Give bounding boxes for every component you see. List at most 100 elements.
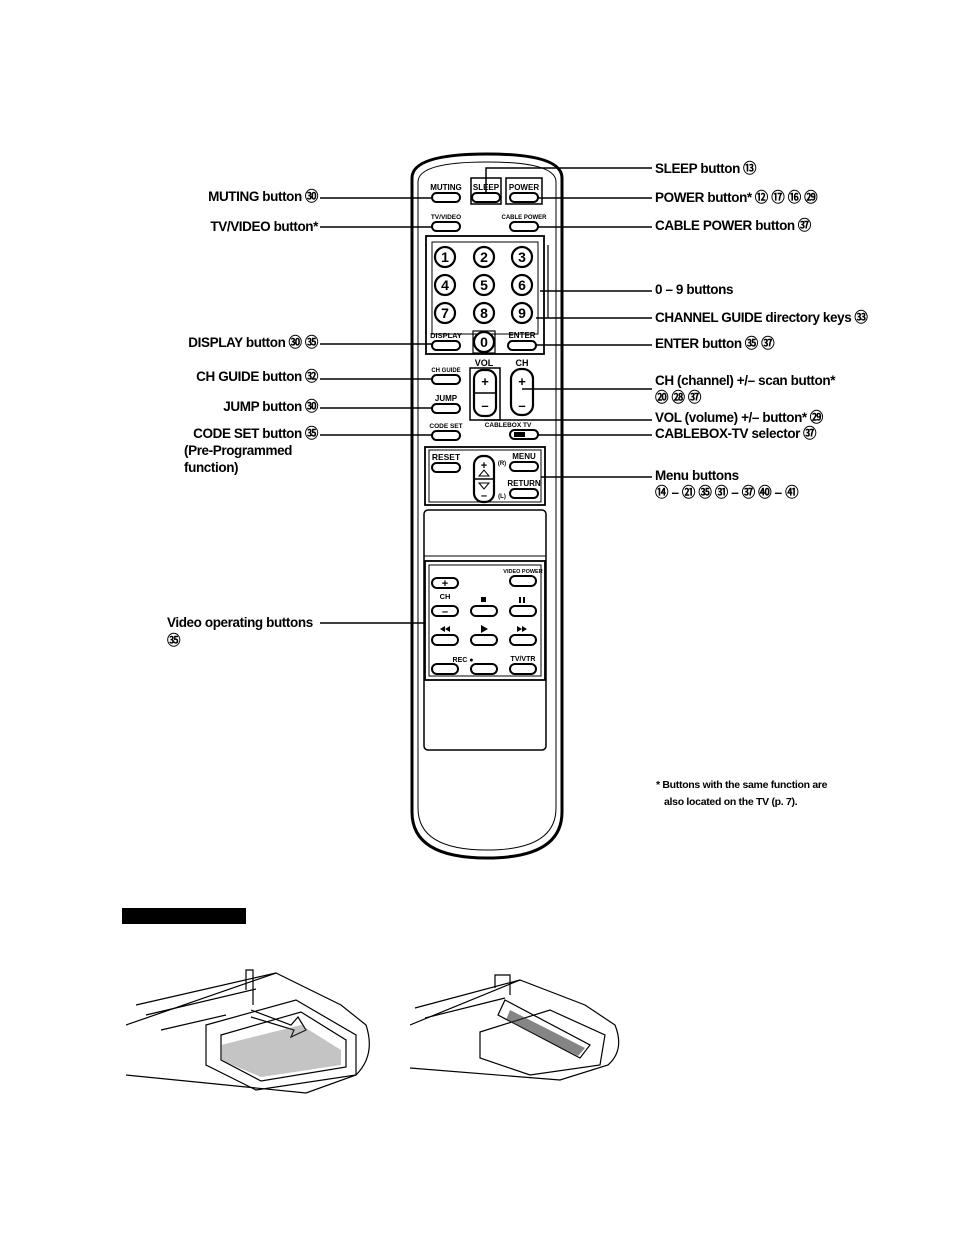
video-ch-plus-glyph: +: [442, 578, 448, 590]
jump-key[interactable]: [431, 403, 461, 414]
digit-key-label: 5: [480, 277, 488, 293]
ch-minus-glyph: –: [518, 398, 525, 413]
enter-key[interactable]: [507, 340, 537, 351]
play-key[interactable]: [470, 634, 498, 646]
cablebox-tv-label: CABLEBOX TV: [485, 422, 532, 429]
digit-key-4[interactable]: [433, 273, 457, 297]
remote-body-inner: [417, 161, 557, 851]
video-ch-plus-key[interactable]: [431, 577, 459, 589]
menu-down-glyph: –: [481, 490, 487, 502]
sleep-key[interactable]: [471, 192, 501, 203]
digit-key-label: 6: [518, 277, 526, 293]
video-ch-minus-glyph: –: [442, 606, 448, 618]
video-ch-label: CH: [440, 592, 451, 601]
reset-key[interactable]: [431, 462, 461, 473]
code-set-sub2: function): [184, 460, 239, 475]
digit-key-2[interactable]: [472, 245, 496, 269]
return-key-label: RETURN: [507, 479, 541, 488]
rec-key-2[interactable]: [470, 663, 498, 675]
digit-key-0-frame: [472, 330, 496, 354]
menu-key[interactable]: [509, 461, 539, 472]
section-heading-bar: [122, 908, 246, 924]
numpad-frame: [425, 235, 545, 355]
remote-body: [410, 152, 564, 860]
rewind-key[interactable]: [431, 634, 459, 646]
enter-key-label: ENTER: [508, 331, 535, 340]
digit-key-label: 0: [480, 334, 488, 350]
battery-cover-open-illustration: [126, 969, 370, 1094]
jump-key-label: JUMP: [435, 394, 458, 403]
video-op-callout: Video operating buttons: [167, 615, 313, 630]
display-key-label: DISPLAY: [430, 331, 462, 340]
digit-key-label: 4: [441, 277, 449, 293]
digit-key-label: 1: [441, 249, 449, 265]
cable-power-key[interactable]: [509, 221, 539, 232]
tv-video-callout: TV/VIDEO button*: [210, 219, 318, 234]
digit-key-5[interactable]: [472, 273, 496, 297]
digit-key-label: 3: [518, 249, 526, 265]
return-key[interactable]: [509, 488, 539, 499]
power-callout: POWER button*⑫ ⑰ ⑯ ㉙: [655, 190, 818, 205]
digit-key-9[interactable]: [510, 301, 534, 325]
menu-up-glyph: +: [481, 460, 487, 472]
leader-lines-right: [484, 167, 652, 478]
remote-control-drawing: MUTING SLEEP POWER TV/VIDEO CABLE POWER …: [320, 152, 652, 860]
leader-lines-left: [320, 197, 432, 624]
rewind-icon: [440, 626, 450, 632]
ch-guide-key[interactable]: [431, 374, 461, 385]
code-set-key[interactable]: [431, 430, 461, 441]
menu-key-label: MENU: [512, 452, 536, 461]
digit-key-0[interactable]: [472, 330, 496, 354]
tv-vtr-label: TV/VTR: [511, 656, 536, 663]
pause-key[interactable]: [509, 605, 537, 617]
menu-callout: Menu buttons: [655, 468, 739, 483]
vol-plus-glyph: +: [481, 374, 489, 389]
tv-vtr-key[interactable]: [509, 663, 537, 675]
power-key[interactable]: [509, 192, 539, 203]
digit-key-8[interactable]: [472, 301, 496, 325]
stop-key[interactable]: [470, 605, 498, 617]
video-op-num: ㉟: [167, 633, 181, 648]
cablebox-tv-knob: [514, 432, 525, 437]
code-set-sub1: (Pre-Programmed: [184, 443, 293, 458]
tv-video-key[interactable]: [431, 221, 461, 232]
video-ch-minus-key[interactable]: [431, 605, 459, 617]
cable-power-key-label: CABLE POWER: [502, 215, 548, 221]
digit-key-label: 8: [480, 305, 488, 321]
menu-l-label: (L): [498, 494, 506, 500]
rec-key[interactable]: [431, 663, 459, 675]
ch-key-label: CH: [516, 358, 529, 368]
digit-key-7[interactable]: [433, 301, 457, 325]
fast-forward-key[interactable]: [509, 634, 537, 646]
vol-minus-glyph: –: [481, 398, 488, 413]
reset-key-label: RESET: [432, 452, 461, 462]
digit-key-label: 7: [441, 305, 449, 321]
vol-key-label: VOL: [475, 358, 494, 368]
menu-panel-frame: [424, 446, 546, 506]
video-panel-inner: [428, 564, 542, 677]
footnote-line-1: * Buttons with the same function are: [656, 779, 828, 791]
rec-label: REC ●: [453, 657, 474, 664]
video-power-label: VIDEO POWER: [503, 569, 542, 575]
menu-up-arrow-icon: [477, 469, 491, 477]
ch-rocker[interactable]: [509, 367, 535, 417]
battery-insert-illustration: [410, 974, 620, 1081]
video-power-key[interactable]: [509, 575, 537, 587]
menu-nums: ⑭ – ㉑ ㉟ ㉛ – ㊲ ㊵ – ㊶: [655, 485, 799, 500]
pause-icon: [519, 597, 525, 603]
digit-key-1[interactable]: [433, 245, 457, 269]
digit-key-3[interactable]: [510, 245, 534, 269]
ch-guide-key-label: CH GUIDE: [431, 368, 460, 374]
digit-key-6[interactable]: [510, 273, 534, 297]
display-key[interactable]: [431, 340, 461, 351]
muting-key[interactable]: [431, 192, 461, 203]
